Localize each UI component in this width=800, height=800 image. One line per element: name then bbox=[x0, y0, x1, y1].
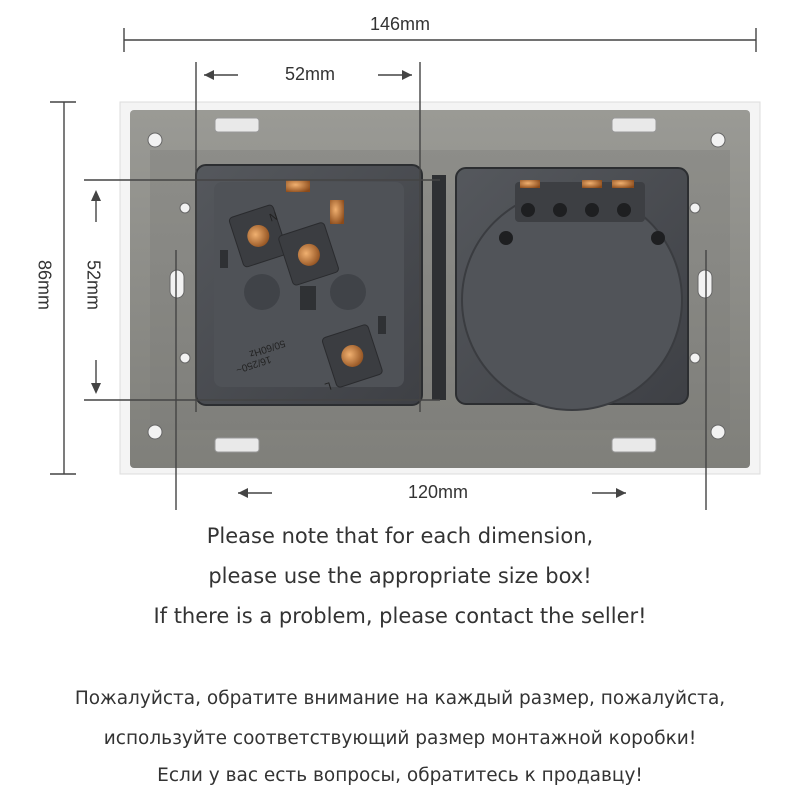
dimension-module-height-label: 52mm bbox=[83, 259, 104, 311]
dimension-overall-height-label: 86mm bbox=[34, 259, 55, 311]
dimension-lines bbox=[50, 28, 757, 510]
frame-clips bbox=[214, 117, 657, 453]
dimension-module-width-label: 52mm bbox=[284, 64, 336, 84]
note-ru-line-2: используйте соответствующий размер монта… bbox=[103, 728, 697, 749]
module-divider bbox=[432, 175, 446, 400]
switch-module bbox=[455, 167, 689, 411]
neutral-mark: N bbox=[267, 209, 278, 223]
dimension-arrowheads bbox=[91, 70, 626, 498]
note-ru-line-3: Если у вас есть вопросы, обратитесь к пр… bbox=[157, 765, 643, 786]
dimension-overall-width-label: 146mm bbox=[369, 14, 431, 34]
note-en-line-2: please use the appropriate size box! bbox=[208, 564, 592, 588]
line-mark: L bbox=[323, 379, 333, 392]
dimension-inner-width-label: 120mm bbox=[407, 482, 469, 502]
note-ru-line-1: Пожалуйста, обратите внимание на каждый … bbox=[74, 688, 726, 709]
power-socket-module bbox=[195, 164, 423, 406]
note-en-line-3: If there is a problem, please contact th… bbox=[153, 604, 647, 628]
note-en-line-1: Please note that for each dimension, bbox=[206, 524, 594, 548]
mounting-holes bbox=[147, 132, 726, 440]
